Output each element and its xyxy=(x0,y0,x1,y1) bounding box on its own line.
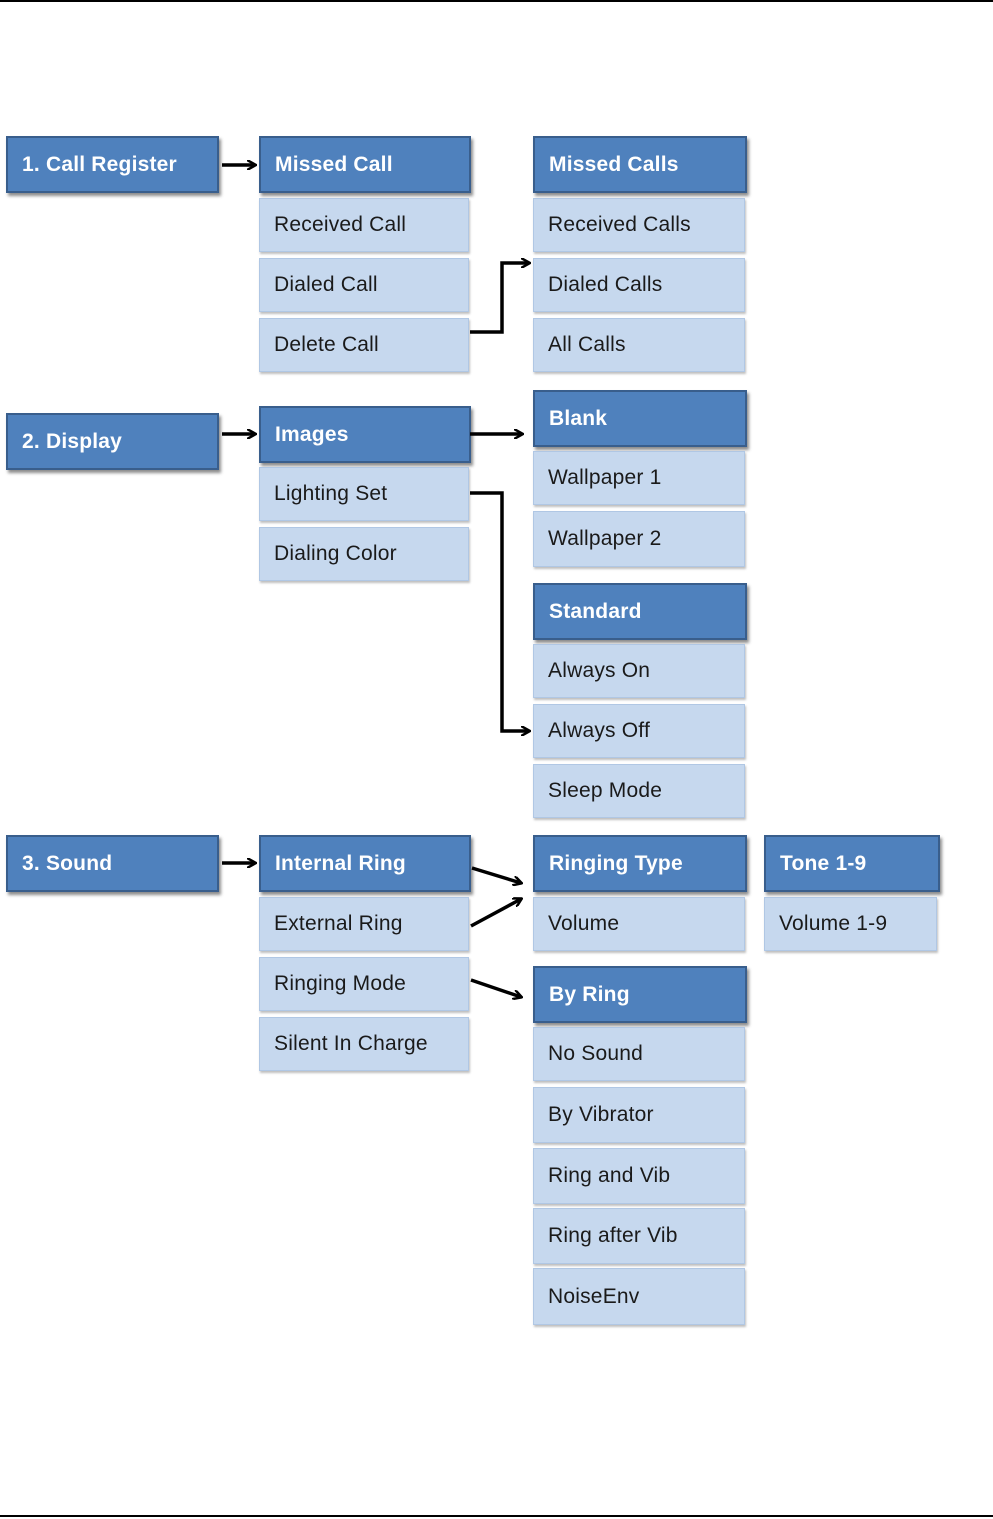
option-ringing-type[interactable]: Ringing Type xyxy=(533,835,747,892)
menu-call-register[interactable]: 1. Call Register xyxy=(6,136,219,193)
arrow-external-ring-to-ringing-type xyxy=(470,899,521,928)
arrow-lighting-set-to-options xyxy=(470,491,529,731)
option-all-calls[interactable]: All Calls xyxy=(533,318,745,372)
option-missed-calls[interactable]: Missed Calls xyxy=(533,136,747,193)
option-always-on[interactable]: Always On xyxy=(533,644,745,698)
arrow-ringing-mode-to-by-ring xyxy=(470,978,521,997)
arrow-delete-call-to-options xyxy=(470,263,529,334)
option-received-calls[interactable]: Received Calls xyxy=(533,198,745,252)
option-standard[interactable]: Standard xyxy=(533,583,747,640)
submenu-silent-in-charge[interactable]: Silent In Charge xyxy=(259,1017,469,1071)
option-dialed-calls[interactable]: Dialed Calls xyxy=(533,258,745,312)
bottom-rule xyxy=(0,1515,993,1517)
option-no-sound[interactable]: No Sound xyxy=(533,1027,745,1081)
option-ring-and-vib[interactable]: Ring and Vib xyxy=(533,1148,745,1204)
submenu-ringing-mode[interactable]: Ringing Mode xyxy=(259,957,469,1011)
menu-sound[interactable]: 3. Sound xyxy=(6,835,219,892)
option-volume[interactable]: Volume xyxy=(533,897,745,951)
option-wallpaper-1[interactable]: Wallpaper 1 xyxy=(533,451,745,505)
menu-display[interactable]: 2. Display xyxy=(6,413,219,470)
option-by-vibrator[interactable]: By Vibrator xyxy=(533,1087,745,1143)
arrow-internal-ring-to-ringing-type xyxy=(471,866,521,883)
submenu-dialing-color[interactable]: Dialing Color xyxy=(259,527,469,581)
submenu-lighting-set[interactable]: Lighting Set xyxy=(259,467,469,521)
value-volume-1-9[interactable]: Volume 1-9 xyxy=(764,897,937,951)
submenu-missed-call[interactable]: Missed Call xyxy=(259,136,471,193)
submenu-received-call[interactable]: Received Call xyxy=(259,198,469,252)
option-always-off[interactable]: Always Off xyxy=(533,704,745,758)
submenu-delete-call[interactable]: Delete Call xyxy=(259,318,469,372)
value-tone-1-9[interactable]: Tone 1-9 xyxy=(764,835,940,892)
option-by-ring[interactable]: By Ring xyxy=(533,966,747,1023)
submenu-internal-ring[interactable]: Internal Ring xyxy=(259,835,471,892)
option-wallpaper-2[interactable]: Wallpaper 2 xyxy=(533,511,745,567)
option-sleep-mode[interactable]: Sleep Mode xyxy=(533,764,745,818)
submenu-dialed-call[interactable]: Dialed Call xyxy=(259,258,469,312)
submenu-external-ring[interactable]: External Ring xyxy=(259,897,469,951)
option-ring-after-vib[interactable]: Ring after Vib xyxy=(533,1208,745,1264)
option-noiseenv[interactable]: NoiseEnv xyxy=(533,1268,745,1325)
top-rule xyxy=(0,0,993,2)
option-blank[interactable]: Blank xyxy=(533,390,747,447)
